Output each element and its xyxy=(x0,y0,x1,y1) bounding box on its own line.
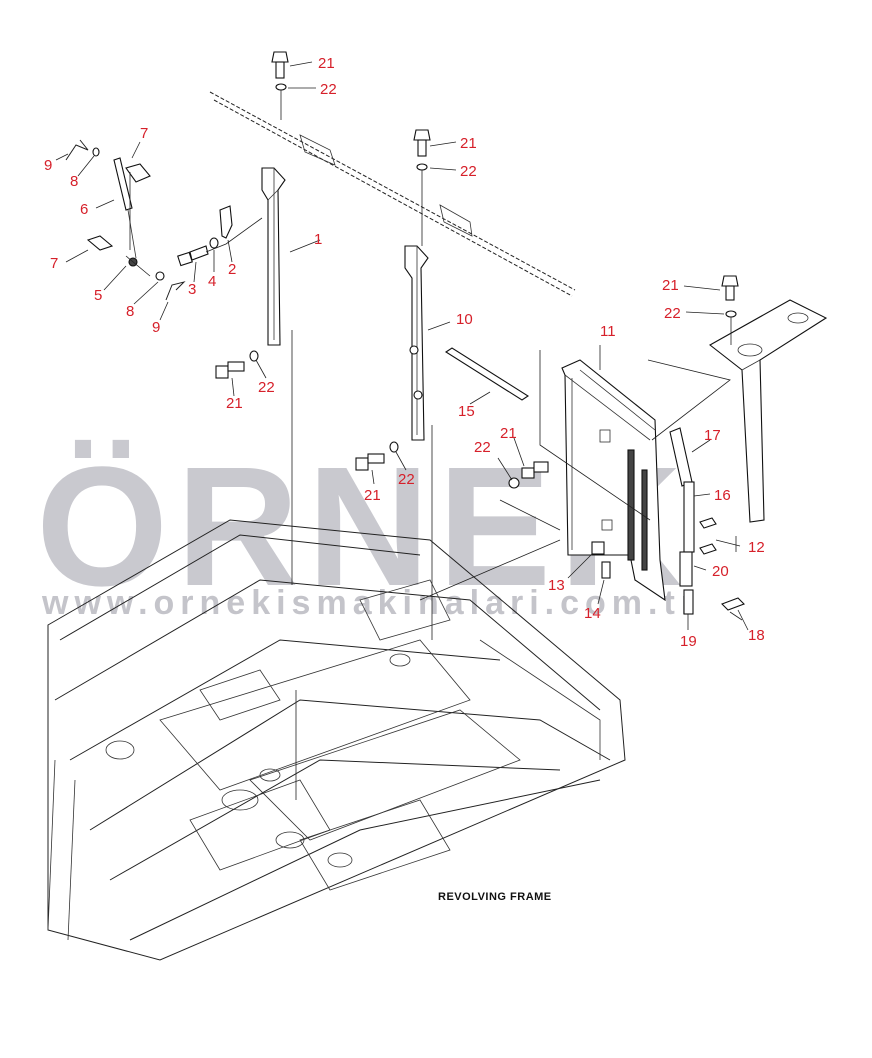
right-arm-bracket xyxy=(709,299,828,523)
callout-2: 2 xyxy=(228,261,236,278)
callout-22: 22 xyxy=(258,379,275,396)
callout-21: 21 xyxy=(662,277,679,294)
part-9-clip-top xyxy=(65,139,89,161)
part-7-pin-bottom xyxy=(86,235,114,251)
callout-21: 21 xyxy=(460,135,477,152)
callout-8: 8 xyxy=(126,303,134,320)
callout-14: 14 xyxy=(584,605,601,622)
part-3-bolt xyxy=(177,245,209,267)
part-20-pad xyxy=(679,551,693,587)
part-9-clip-bottom xyxy=(165,281,186,301)
callout-22: 22 xyxy=(460,163,477,180)
callouts: 21 22 21 22 7 9 8 6 7 5 2 4 3 8 9 1 10 2… xyxy=(44,55,765,650)
callout-22: 22 xyxy=(474,439,491,456)
part-12-shim-a xyxy=(699,517,717,529)
revolving-frame-drawing xyxy=(47,519,626,961)
part-19-pad xyxy=(683,589,694,615)
frame-label: REVOLVING FRAME xyxy=(438,891,552,903)
callout-9: 9 xyxy=(44,157,52,174)
part-13-block xyxy=(591,541,605,555)
callout-20: 20 xyxy=(712,563,729,580)
part-10-post xyxy=(404,245,429,441)
part-8-washer-top xyxy=(92,147,100,157)
part-11-panel xyxy=(561,359,666,602)
part-15-strip xyxy=(444,347,530,401)
callout-16: 16 xyxy=(714,487,731,504)
callout-21: 21 xyxy=(226,395,243,412)
callout-19: 19 xyxy=(680,633,697,650)
callout-21: 21 xyxy=(500,425,517,442)
top-rail xyxy=(209,91,576,291)
callout-10: 10 xyxy=(456,311,473,328)
callout-5: 5 xyxy=(94,287,102,304)
callout-9: 9 xyxy=(152,319,160,336)
callout-6: 6 xyxy=(80,201,88,218)
callout-22: 22 xyxy=(320,81,337,98)
part-16-pad xyxy=(683,481,695,553)
callout-22: 22 xyxy=(664,305,681,322)
callout-15: 15 xyxy=(458,403,475,420)
callout-7: 7 xyxy=(50,255,58,272)
callout-3: 3 xyxy=(188,281,196,298)
part-1-post xyxy=(261,167,286,346)
callout-18: 18 xyxy=(748,627,765,644)
bolt-group xyxy=(215,51,739,489)
part-2-bracket xyxy=(219,205,233,239)
callout-4: 4 xyxy=(208,273,216,290)
part-8-washer-bottom xyxy=(155,271,165,281)
leader-lines xyxy=(55,61,749,800)
callout-1: 1 xyxy=(314,231,322,248)
part-14-block xyxy=(601,561,611,579)
part-12-shim-b xyxy=(699,543,717,555)
callout-22: 22 xyxy=(398,471,415,488)
callout-13: 13 xyxy=(548,577,565,594)
callout-7: 7 xyxy=(140,125,148,142)
callout-21: 21 xyxy=(364,487,381,504)
callout-17: 17 xyxy=(704,427,721,444)
callout-11: 11 xyxy=(600,323,616,340)
part-7-pin-top xyxy=(125,163,151,183)
callout-8: 8 xyxy=(70,173,78,190)
part-18-shim xyxy=(721,597,745,611)
part-4-washer xyxy=(209,237,219,249)
callout-12: 12 xyxy=(748,539,765,556)
callout-21: 21 xyxy=(318,55,335,72)
